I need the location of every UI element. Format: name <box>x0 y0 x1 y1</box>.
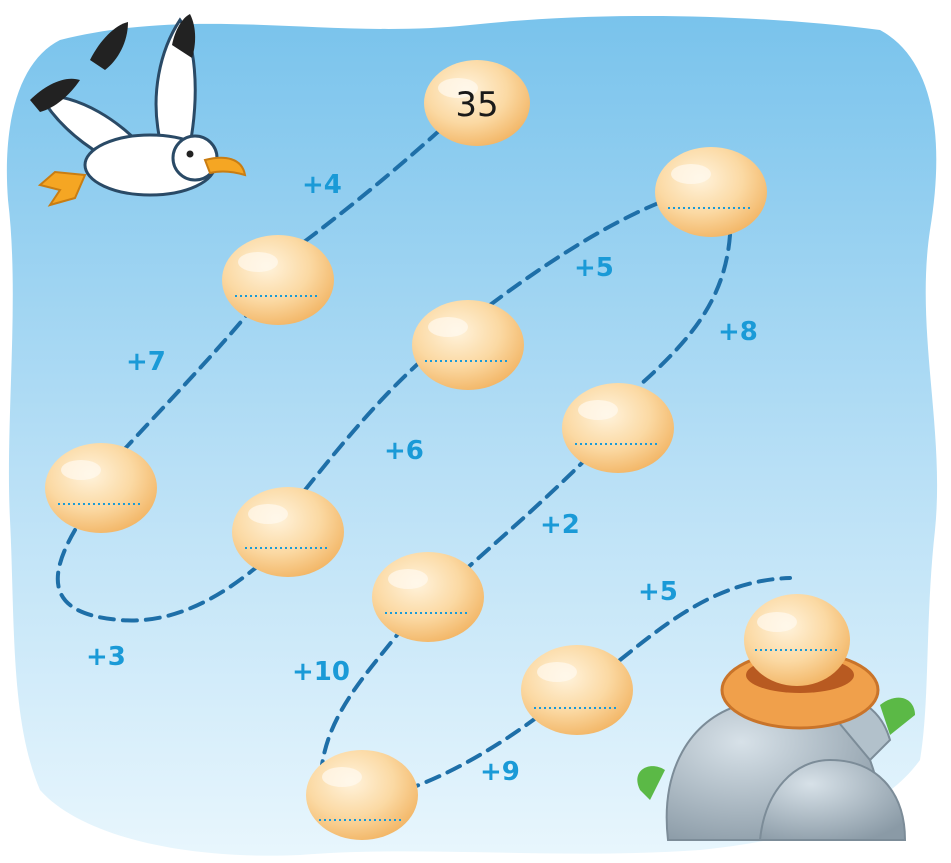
egg-start: 35 <box>424 60 530 146</box>
step-label: +3 <box>86 642 126 672</box>
step-labels: +4 +7 +3 +6 +5 +8 +2 +10 +9 +5 <box>86 170 758 787</box>
egg-answer[interactable] <box>562 383 674 473</box>
step-label: +6 <box>384 436 424 466</box>
egg-answer[interactable] <box>222 235 334 325</box>
step-label: +4 <box>302 170 342 200</box>
step-label: +5 <box>638 577 678 607</box>
step-label: +7 <box>126 347 166 377</box>
step-label: +2 <box>540 510 580 540</box>
egg-answer[interactable] <box>655 147 767 237</box>
egg-answer[interactable] <box>372 552 484 642</box>
dashed-path <box>55 128 792 792</box>
egg-answer[interactable] <box>412 300 524 390</box>
seagull-icon <box>30 14 247 207</box>
rock-icon <box>637 695 915 841</box>
step-label: +5 <box>574 253 614 283</box>
egg-answer[interactable] <box>232 487 344 577</box>
step-label: +9 <box>480 757 520 787</box>
egg-answer[interactable] <box>306 750 418 840</box>
egg-answer[interactable] <box>744 594 850 686</box>
egg-answer[interactable] <box>45 443 157 533</box>
egg-answer[interactable] <box>521 645 633 735</box>
step-label: +10 <box>292 657 350 687</box>
start-number: 35 <box>455 85 498 125</box>
step-label: +8 <box>718 317 758 347</box>
eggs: 35 <box>45 60 850 840</box>
